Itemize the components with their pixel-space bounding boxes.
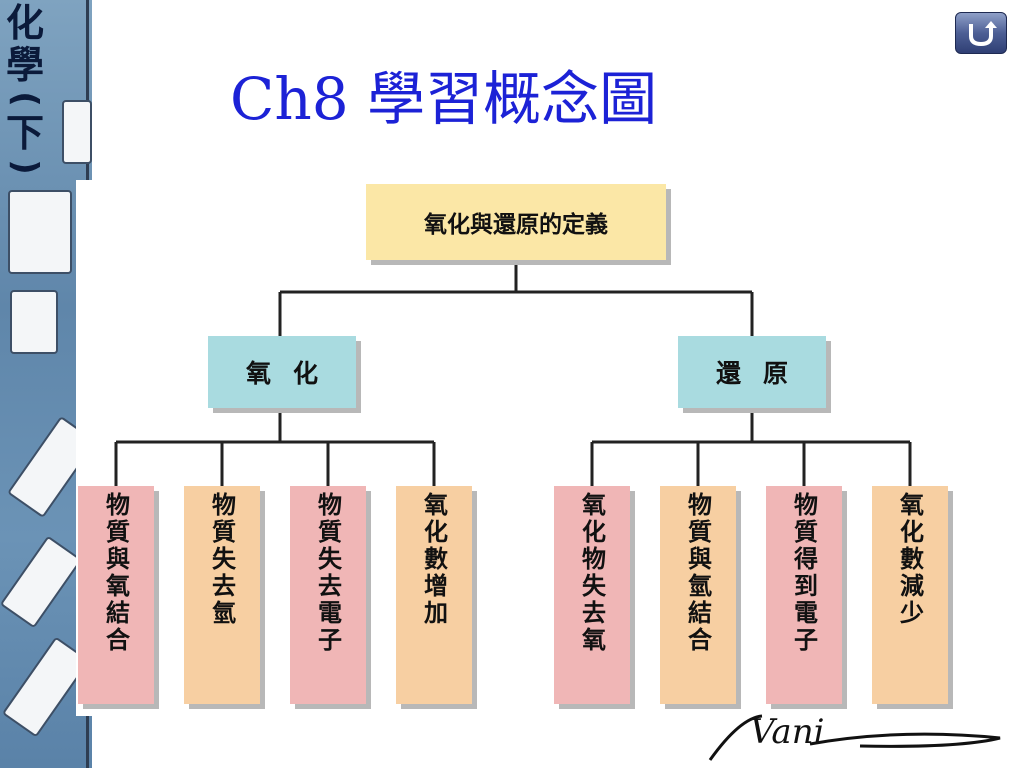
flask-shape	[10, 290, 58, 354]
side-title-paren: )	[5, 159, 45, 175]
page-title: Ch8 學習概念圖	[230, 65, 658, 133]
flask-shape	[62, 100, 92, 164]
side-title-char: 學	[5, 43, 44, 87]
flask-shape	[0, 535, 83, 629]
connector-lines	[114, 262, 912, 486]
leaf-box: 氧化物失去氧	[554, 486, 630, 704]
branch-box-oxidation: 氧化	[208, 336, 356, 408]
signature-text: Vani	[750, 712, 825, 752]
signature-swoosh	[708, 714, 1001, 761]
leaf-box: 物質與氫結合	[660, 486, 736, 704]
leaf-box: 物質得到電子	[766, 486, 842, 704]
side-title-char: 下	[5, 111, 44, 155]
back-button[interactable]	[955, 12, 1007, 54]
leaf-box: 氧化數增加	[396, 486, 472, 704]
side-title-paren: (	[5, 91, 45, 107]
flask-shape	[8, 190, 72, 274]
leaf-box: 氧化數減少	[872, 486, 948, 704]
leaf-box: 物質失去電子	[290, 486, 366, 704]
leaf-box: 物質與氧結合	[78, 486, 154, 704]
side-title: 化 學 ( 下 )	[2, 2, 48, 180]
concept-map: 氧化與還原的定義 氧化 還原 物質與氧結合 物質失去氫 物質失去電子 氧化數增加…	[76, 180, 952, 716]
side-title-char: 化	[5, 1, 44, 45]
return-arrow-icon	[969, 21, 997, 47]
root-concept-box: 氧化與還原的定義	[366, 184, 666, 260]
signature-logo: Vani	[700, 708, 1010, 766]
branch-box-reduction: 還原	[678, 336, 826, 408]
leaf-box: 物質失去氫	[184, 486, 260, 704]
